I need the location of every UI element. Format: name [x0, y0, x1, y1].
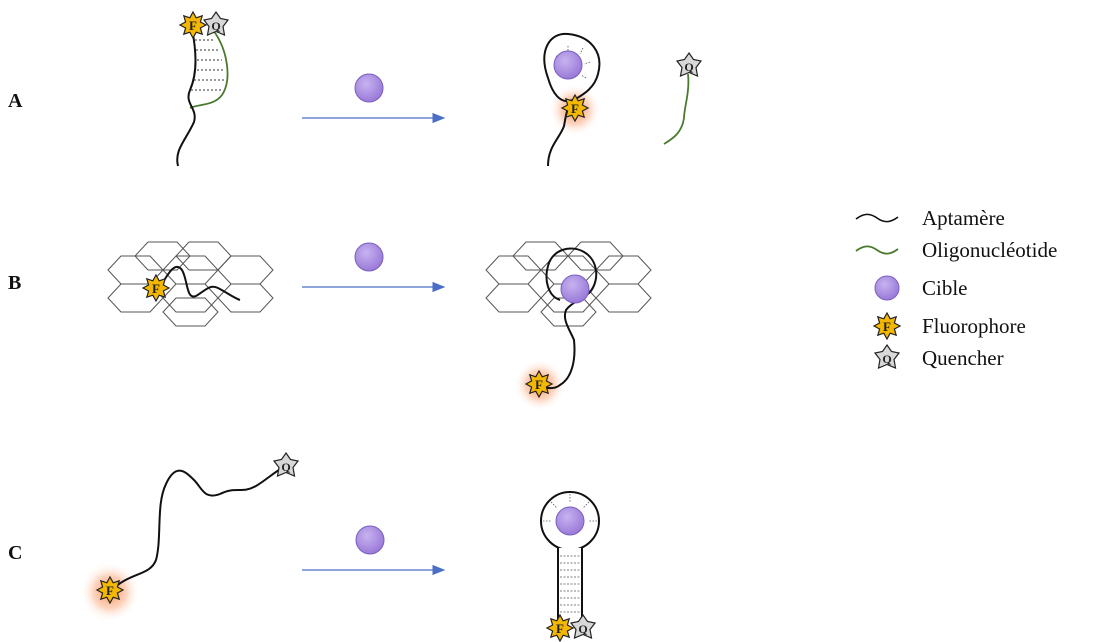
row-c-before: F Q: [80, 452, 299, 622]
row-c-after: F Q: [540, 491, 600, 642]
fluorophore-marker-text-b1: F: [152, 281, 160, 296]
target-bound-a: [553, 50, 583, 80]
fluorophore-marker-text: F: [189, 18, 197, 33]
target-bound-c: [555, 506, 585, 536]
quencher-marker-text-c2: Q: [578, 622, 587, 636]
row-a-after: F Q: [543, 32, 702, 167]
row-label-b: B: [8, 272, 22, 294]
legend: Aptamère Oligonucléotide Cible: [852, 202, 1092, 374]
graphene-sheet-before: [107, 241, 274, 327]
row-a-before: F Q: [176, 11, 229, 167]
legend-label-quencher: Quencher: [922, 345, 1004, 370]
svg-text:F: F: [883, 319, 891, 334]
legend-item-quencher: Q Quencher: [852, 342, 1092, 374]
legend-label-fluorophore: Fluorophore: [922, 313, 1026, 338]
quencher-legend-icon: Q: [873, 343, 901, 369]
legend-item-aptamer: Aptamère: [852, 202, 1092, 234]
fluorophore-marker-text-c2: F: [556, 621, 564, 636]
quencher-marker-text-c1: Q: [281, 460, 290, 474]
oligo-line-icon: [855, 245, 899, 255]
legend-item-oligo: Oligonucléotide: [852, 234, 1092, 266]
aptamer-on-graphene: [161, 265, 241, 301]
target-sphere-icon: [874, 275, 900, 301]
row-label-c: C: [8, 542, 23, 564]
target-molecule-c: [355, 525, 385, 555]
svg-text:Q: Q: [882, 352, 891, 366]
target-molecule-b: [354, 242, 384, 272]
fluorophore-marker-text-a2: F: [571, 101, 579, 116]
fluorophore-marker-text-b2: F: [535, 377, 543, 392]
legend-label-target: Cible: [922, 275, 968, 300]
aptamer-line-icon: [855, 213, 899, 223]
fluorophore-marker-text-c1: F: [106, 583, 114, 598]
legend-label-aptamer: Aptamère: [922, 205, 1005, 230]
quencher-marker-text: Q: [211, 19, 220, 33]
graphene-sheet-after: [485, 241, 652, 327]
target-bound-b: [560, 274, 590, 304]
legend-item-fluorophore: F Fluorophore: [852, 310, 1092, 342]
target-molecule-a: [354, 73, 384, 103]
row-label-a: A: [8, 90, 23, 112]
legend-item-target: Cible: [852, 266, 1092, 310]
quencher-marker-text-a2: Q: [684, 60, 693, 74]
legend-label-oligo: Oligonucléotide: [922, 237, 1058, 262]
fluorophore-legend-icon: F: [872, 311, 902, 341]
